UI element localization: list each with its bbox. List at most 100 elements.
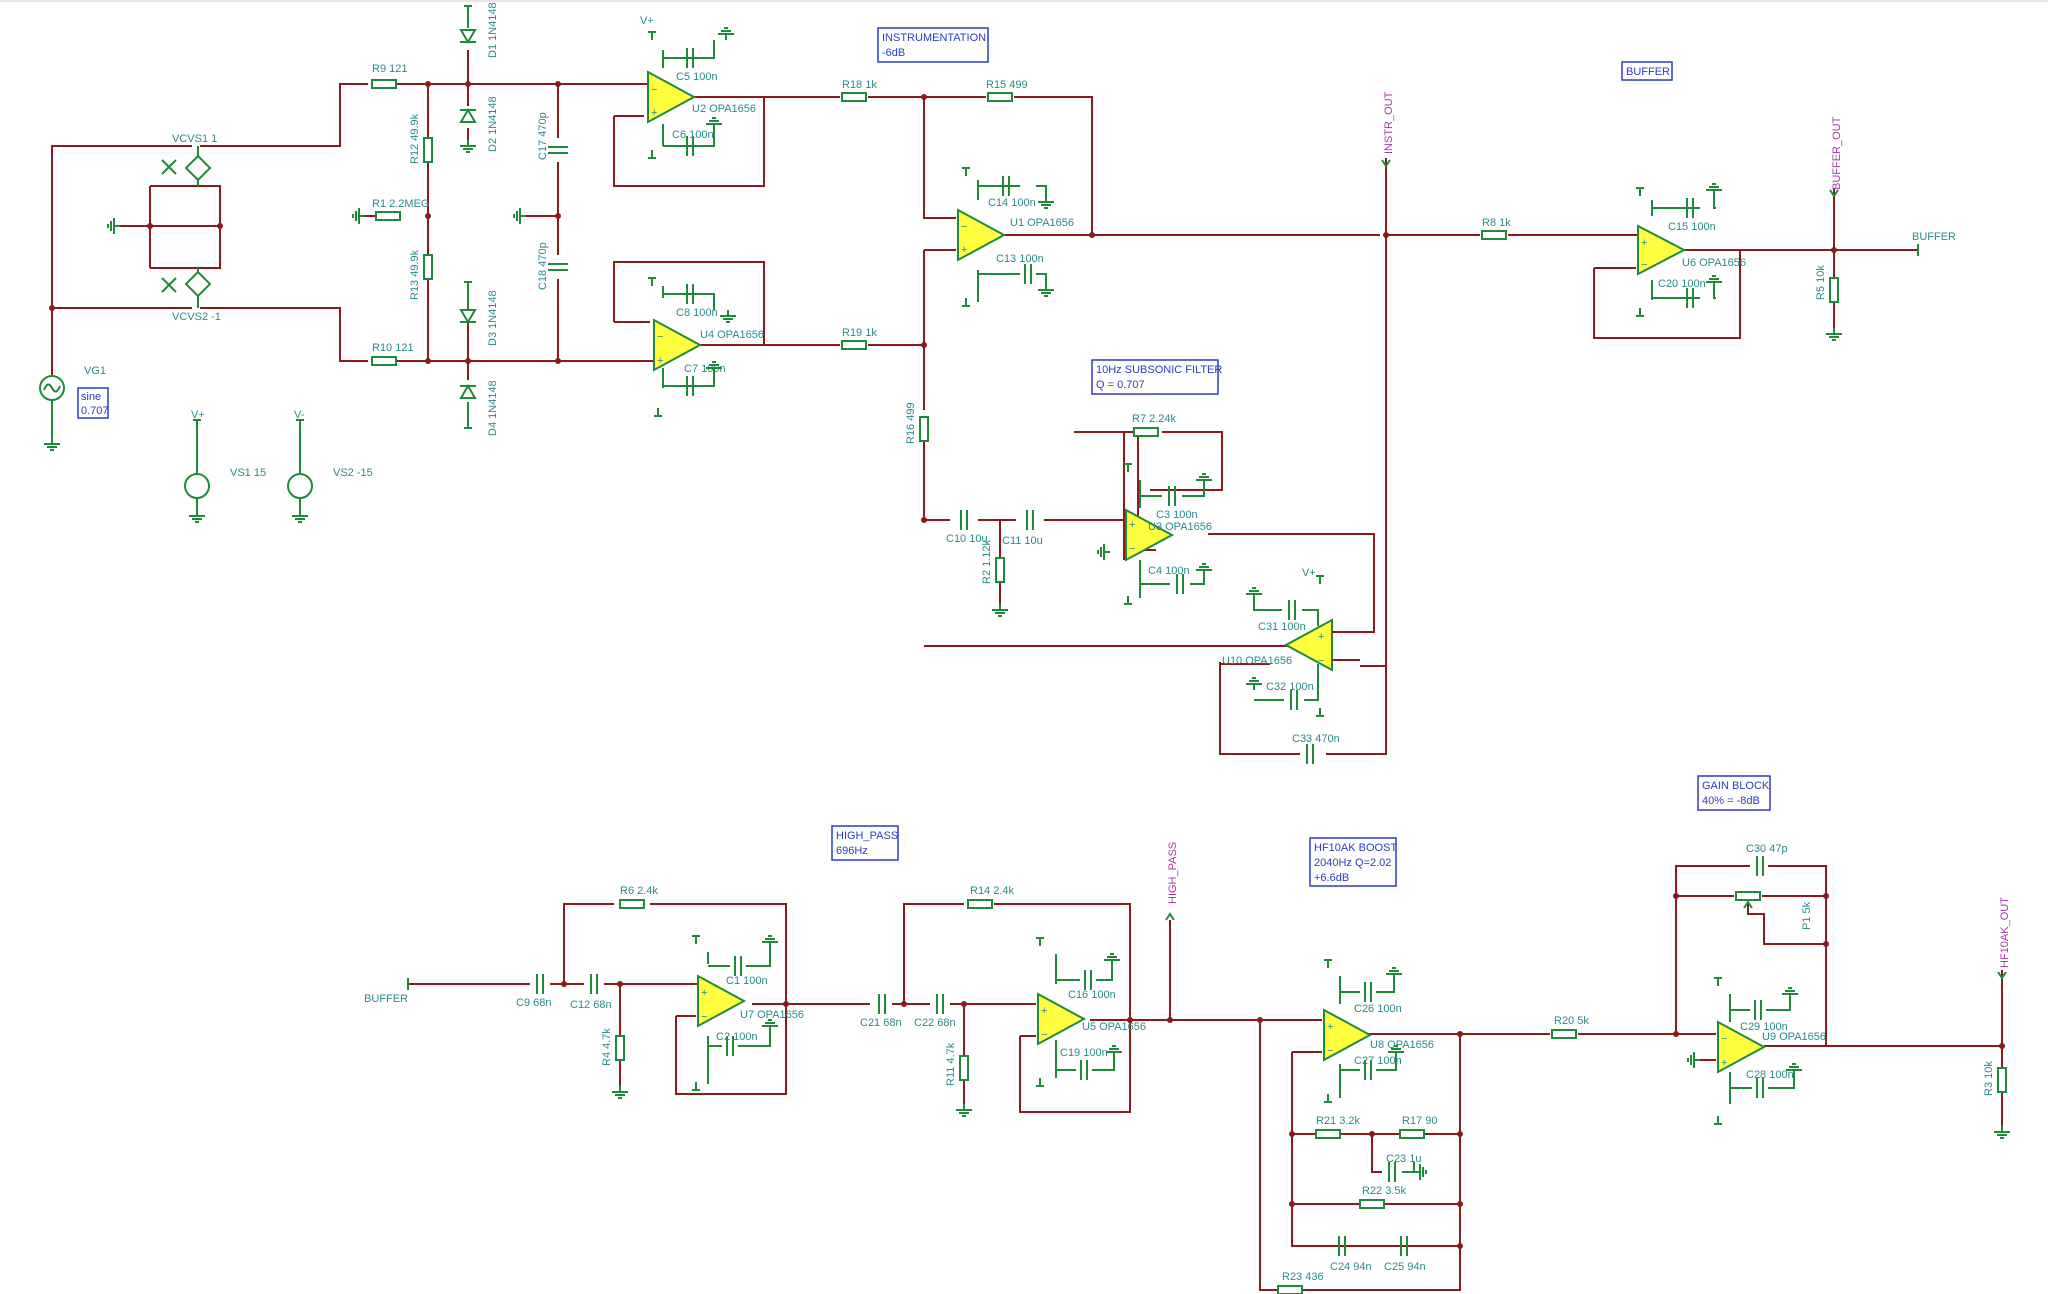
u9-opamp[interactable]: − + U9 OPA1656 <box>1717 1020 1826 1074</box>
r16-resistor[interactable]: R16 499 <box>905 402 929 444</box>
r10-resistor[interactable]: R10 121 <box>371 342 414 366</box>
c4-capacitor[interactable]: C4 100n <box>1148 565 1190 595</box>
c6-capacitor[interactable]: C6 100n <box>672 129 714 157</box>
d2-label: D2 1N4148 <box>487 96 499 152</box>
r3-resistor[interactable]: R3 10k <box>1983 1061 2011 1139</box>
c9-capacitor[interactable]: C9 68n <box>516 973 551 1009</box>
c15-capacitor[interactable]: C15 100n <box>1668 197 1716 233</box>
r9-resistor[interactable]: R9 121 <box>371 63 407 89</box>
c10-capacitor[interactable]: C10 10u <box>946 509 988 545</box>
u10-opamp[interactable]: + − U10 OPA1656 <box>1222 618 1333 672</box>
u1-opamp[interactable]: − + U1 OPA1656 <box>957 208 1074 262</box>
c29-capacitor[interactable]: C29 100n <box>1740 999 1788 1033</box>
u6-buffer-opamp[interactable]: + − U6 OPA1656 <box>1637 224 1746 276</box>
r8-resistor[interactable]: R8 1k <box>1481 217 1511 240</box>
r13-resistor[interactable]: R13 49.9k <box>409 249 433 300</box>
r20-resistor[interactable]: R20 5k <box>1551 1015 1589 1039</box>
r4-resistor[interactable]: R4 4.7k <box>601 1028 629 1099</box>
r3-label: R3 10k <box>1983 1061 1995 1096</box>
c18-capacitor[interactable]: C18 470p <box>537 242 569 290</box>
high-pass-net[interactable]: HIGH_PASS <box>1165 842 1179 921</box>
r19-resistor[interactable]: R19 1k <box>841 327 877 350</box>
c2-capacitor[interactable]: C2 100n <box>716 1031 758 1057</box>
d2-diode[interactable]: D2 1N4148 <box>459 96 499 153</box>
c26-capacitor[interactable]: C26 100n <box>1354 981 1402 1015</box>
hf10ak-out-net[interactable]: HF10AK_OUT <box>1997 897 2011 980</box>
c13-capacitor[interactable]: C13 100n <box>996 253 1044 285</box>
vs2-source[interactable]: VS2 -15 V- <box>287 409 373 523</box>
d1-diode[interactable]: D1 1N4148 <box>459 2 499 58</box>
r18-resistor[interactable]: R18 1k <box>841 79 877 102</box>
r12-resistor[interactable]: R12 49.9k <box>409 113 433 164</box>
vs1-supply: V+ <box>191 409 205 421</box>
c22-capacitor[interactable]: C22 68n <box>914 993 956 1029</box>
c28-capacitor[interactable]: C28 100n <box>1746 1069 1794 1099</box>
dots-highpass <box>561 981 1173 1023</box>
c1-capacitor[interactable]: C1 100n <box>726 955 768 987</box>
c23-capacitor[interactable]: C23 1u <box>1386 1153 1421 1183</box>
r7-resistor[interactable]: R7 2.24k <box>1132 413 1177 437</box>
c11-capacitor[interactable]: C11 10u <box>1002 509 1043 547</box>
buffer-in-net[interactable]: BUFFER <box>364 978 409 1005</box>
c29-label: C29 100n <box>1740 1021 1788 1033</box>
note-buffer: BUFFER <box>1621 61 1673 81</box>
vcvs1-source[interactable]: VCVS1 1 <box>161 133 217 186</box>
vs1-source[interactable]: VS1 15 V+ <box>184 409 266 523</box>
r15-resistor[interactable]: R15 499 <box>986 79 1028 102</box>
buffer-net[interactable]: BUFFER <box>1912 231 1956 256</box>
vg1-label: VG1 <box>84 365 106 377</box>
d4-diode[interactable]: D4 1N4148 <box>459 380 499 436</box>
c32-capacitor[interactable]: C32 100n <box>1266 681 1314 711</box>
p1-potentiometer[interactable]: P1 5k <box>1735 891 1813 930</box>
r23-resistor[interactable]: R23 436 <box>1277 1271 1324 1294</box>
r11-resistor[interactable]: R11 4.7k <box>945 1042 973 1117</box>
r22-resistor[interactable]: R22 3.5k <box>1359 1185 1407 1209</box>
c3-label: C3 100n <box>1156 509 1198 521</box>
u6b-plus: + <box>1641 237 1647 249</box>
r6-resistor[interactable]: R6 2.4k <box>619 885 658 909</box>
c15-label: C15 100n <box>1668 221 1716 233</box>
u2-opamp[interactable]: − + U2 OPA1656 <box>647 70 756 124</box>
u4-opamp[interactable]: − + U4 OPA1656 <box>653 318 764 372</box>
u1-minus: − <box>961 221 967 233</box>
u7-opamp[interactable]: + − U7 OPA1656 <box>697 974 804 1028</box>
c25-capacitor[interactable]: C25 94n <box>1384 1235 1426 1273</box>
vcvs1-label: VCVS1 1 <box>172 133 217 145</box>
r14-resistor[interactable]: R14 2.4k <box>967 885 1015 909</box>
c8-capacitor[interactable]: C8 100n <box>676 283 718 319</box>
c27-capacitor[interactable]: C27 100n <box>1354 1055 1402 1081</box>
r17-resistor[interactable]: R17 90 <box>1399 1115 1437 1139</box>
c3-capacitor[interactable]: C3 100n <box>1156 485 1198 521</box>
note-gain: GAIN BLOCK 40% = -8dB <box>1697 775 1771 811</box>
c19-capacitor[interactable]: C19 100n <box>1060 1047 1108 1081</box>
c5-capacitor[interactable]: C5 100n <box>676 47 718 83</box>
u5-opamp[interactable]: + − U5 OPA1656 <box>1037 992 1146 1046</box>
vcvs2-source[interactable]: VCVS2 -1 <box>161 268 221 323</box>
r11-label: R11 4.7k <box>945 1042 957 1086</box>
d3-diode[interactable]: D3 1N4148 <box>459 281 499 346</box>
c20-capacitor[interactable]: C20 100n <box>1658 278 1706 309</box>
u6b-minus: − <box>1641 259 1647 271</box>
vg1-source[interactable]: VG1 <box>39 365 106 451</box>
r1-resistor[interactable]: R1 2.2MEG <box>352 198 429 225</box>
c30-capacitor[interactable]: C30 47p <box>1746 843 1788 877</box>
c21-capacitor[interactable]: C21 68n <box>860 993 902 1029</box>
u8-opamp[interactable]: + − U8 OPA1656 <box>1323 1008 1434 1062</box>
u4-plus: + <box>657 355 663 367</box>
r5-resistor[interactable]: R5 10k <box>1815 265 1843 341</box>
c14-capacitor[interactable]: C14 100n <box>988 175 1036 209</box>
vs2-supply: V- <box>294 409 305 421</box>
instr-out-net[interactable]: INSTR_OUT <box>1381 91 1395 235</box>
r2-resistor[interactable]: R2 1.12k <box>981 539 1009 617</box>
r21-resistor[interactable]: R21 3.2k <box>1315 1115 1361 1139</box>
c16-capacitor[interactable]: C16 100n <box>1068 969 1116 1001</box>
c31-capacitor[interactable]: C31 100n <box>1258 599 1306 633</box>
c12-capacitor[interactable]: C12 68n <box>570 973 612 1011</box>
u3-opamp[interactable]: + − U3 OPA1656 <box>1125 508 1212 562</box>
buffer-net-label: BUFFER <box>1912 231 1956 243</box>
r8-label: R8 1k <box>1482 217 1511 229</box>
c33-capacitor[interactable]: C33 470n <box>1292 733 1340 765</box>
c24-capacitor[interactable]: C24 94n <box>1330 1235 1372 1273</box>
buffer-out-net[interactable]: BUFFER_OUT <box>1829 116 1843 198</box>
c17-capacitor[interactable]: C17 470p <box>537 112 569 160</box>
